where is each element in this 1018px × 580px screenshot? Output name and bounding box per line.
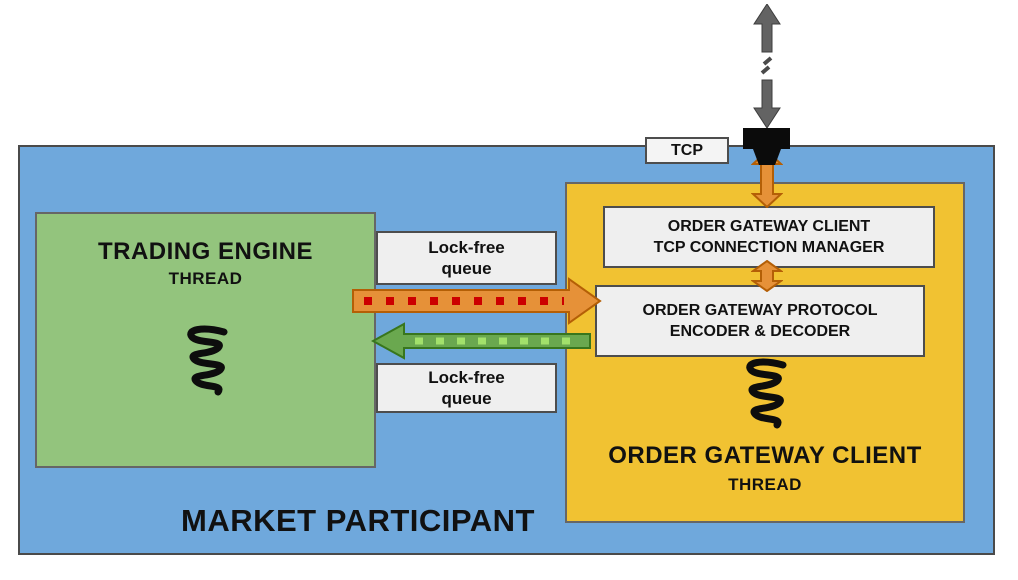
tcp-label: TCP <box>671 141 703 159</box>
lock-free-queue-top-line1: Lock-free <box>428 237 505 257</box>
lock-free-queue-bottom-line1: Lock-free <box>428 367 505 387</box>
protocol-encoder-decoder-box: ORDER GATEWAY PROTOCOL ENCODER & DECODER <box>595 285 925 357</box>
order-gateway-client-title: ORDER GATEWAY CLIENT <box>608 442 922 469</box>
tcp-connection-manager-box: ORDER GATEWAY CLIENT TCP CONNECTION MANA… <box>603 206 935 268</box>
trading-engine-box: TRADING ENGINE THREAD <box>35 212 376 468</box>
tcp-connection-manager-line2: TCP CONNECTION MANAGER <box>653 239 885 256</box>
lock-free-queue-top-box: Lock-free queue <box>376 231 557 285</box>
market-participant-label: MARKET PARTICIPANT <box>181 503 535 538</box>
lock-free-queue-bottom-box: Lock-free queue <box>376 363 557 413</box>
trading-engine-title: TRADING ENGINE <box>97 238 313 265</box>
thread-squiggle-icon <box>746 358 787 429</box>
trading-engine-subtitle: THREAD <box>168 269 243 288</box>
order-gateway-client-subtitle: THREAD <box>728 475 802 494</box>
manager-to-protocol-arrow <box>751 260 783 292</box>
lock-free-queue-top-line2: queue <box>441 259 492 278</box>
plug-icon <box>743 128 790 165</box>
engine-to-gateway-arrow <box>352 277 602 325</box>
protocol-encoder-decoder-line2: ENCODER & DECODER <box>669 323 851 340</box>
tcp-connection-manager-line1: ORDER GATEWAY CLIENT <box>667 217 871 235</box>
gateway-to-engine-arrow <box>371 322 591 360</box>
lock-free-queue-bottom-line2: queue <box>441 389 492 408</box>
tcp-to-manager-arrow <box>751 150 783 208</box>
tcp-label-box: TCP <box>645 137 729 164</box>
thread-squiggle-icon <box>186 325 227 396</box>
network-up-down-arrow-icon <box>753 4 781 128</box>
protocol-encoder-decoder-line1: ORDER GATEWAY PROTOCOL <box>642 301 878 319</box>
